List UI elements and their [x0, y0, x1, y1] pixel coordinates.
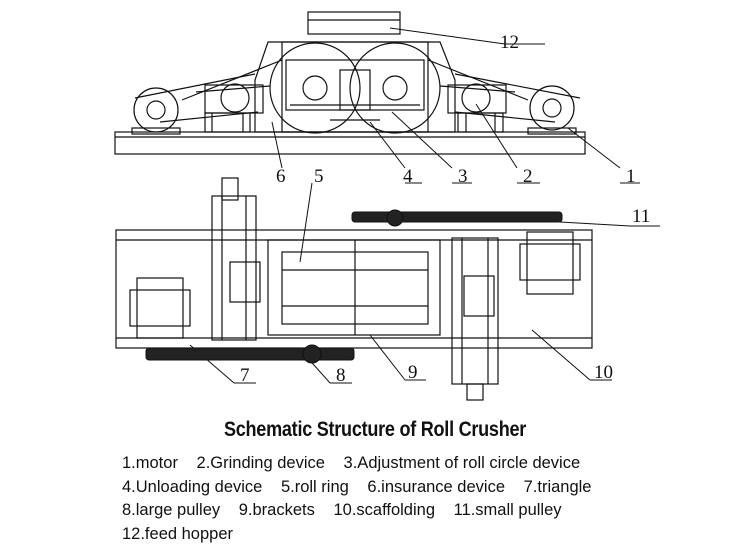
left-belt-drive: [134, 59, 283, 123]
callout-9: 9: [408, 362, 418, 383]
small-pulley: [386, 209, 404, 227]
left-motor: [131, 87, 181, 135]
callout-5: 5: [314, 166, 324, 187]
right-belt-drive: [427, 59, 581, 123]
callout-11: 11: [632, 206, 650, 227]
callout-4: 4: [403, 166, 413, 187]
right-bracket-assembly: [451, 237, 499, 401]
legend-item: 8.large pulley: [122, 501, 221, 519]
legend-row: 4.Unloading device 5.roll ring 6.insuran…: [122, 476, 722, 500]
legend-item: 3.Adjustment of roll circle device: [343, 454, 581, 472]
plan-frame: [115, 229, 593, 349]
base-frame: [114, 131, 586, 155]
legend-item: 2.Grinding device: [196, 454, 325, 472]
left-bracket-assembly: [211, 177, 261, 341]
feed-hopper: [307, 11, 401, 35]
legend-item: 1.motor: [122, 454, 178, 472]
callout-1: 1: [626, 166, 636, 187]
small-pulley-belt: [351, 211, 563, 223]
callout-7: 7: [240, 365, 250, 386]
legend-item: 12.feed hopper: [122, 524, 234, 543]
plan-view: [115, 177, 593, 401]
callout-8: 8: [336, 365, 346, 386]
callout-2: 2: [523, 166, 533, 187]
roll-crusher-drawing: 12 6 5 4 3 2 1 11 7 8 9 10: [114, 11, 660, 401]
legend-item: 11.small pulley: [453, 501, 562, 519]
right-motor: [527, 85, 577, 135]
legend: 1.motor 2.Grinding device 3.Adjustment o…: [122, 452, 722, 546]
legend-row: 1.motor 2.Grinding device 3.Adjustment o…: [122, 452, 722, 476]
legend-item: 7.triangle: [523, 477, 592, 496]
callout-10: 10: [594, 362, 613, 383]
legend-item: 10.scaffolding: [333, 501, 435, 519]
legend-row: 12.feed hopper: [122, 523, 722, 547]
right-grinding-pulley: [447, 83, 507, 133]
legend-row: 8.large pulley 9.brackets 10.scaffolding…: [122, 499, 722, 523]
legend-item: 6.insurance device: [367, 477, 506, 496]
leader-lines: [189, 27, 660, 384]
callout-3: 3: [458, 166, 468, 187]
legend-item: 4.Unloading device: [122, 477, 263, 496]
plan-right-motor: [519, 231, 581, 295]
plan-left-motor: [129, 277, 191, 339]
crusher-housing: [254, 41, 456, 134]
callout-12: 12: [500, 32, 519, 53]
elevation-view: [114, 11, 586, 155]
left-grinding-pulley: [204, 83, 264, 133]
callouts: 12 6 5 4 3 2 1 11 7 8 9 10: [240, 32, 650, 386]
diagram-title: Schematic Structure of Roll Crusher: [223, 418, 527, 441]
roll-ring: [267, 239, 441, 336]
legend-item: 5.roll ring: [280, 477, 349, 496]
large-pulley: [302, 344, 322, 364]
large-pulley-belt: [145, 347, 355, 361]
legend-item: 9.brackets: [238, 501, 315, 519]
callout-6: 6: [276, 166, 286, 187]
